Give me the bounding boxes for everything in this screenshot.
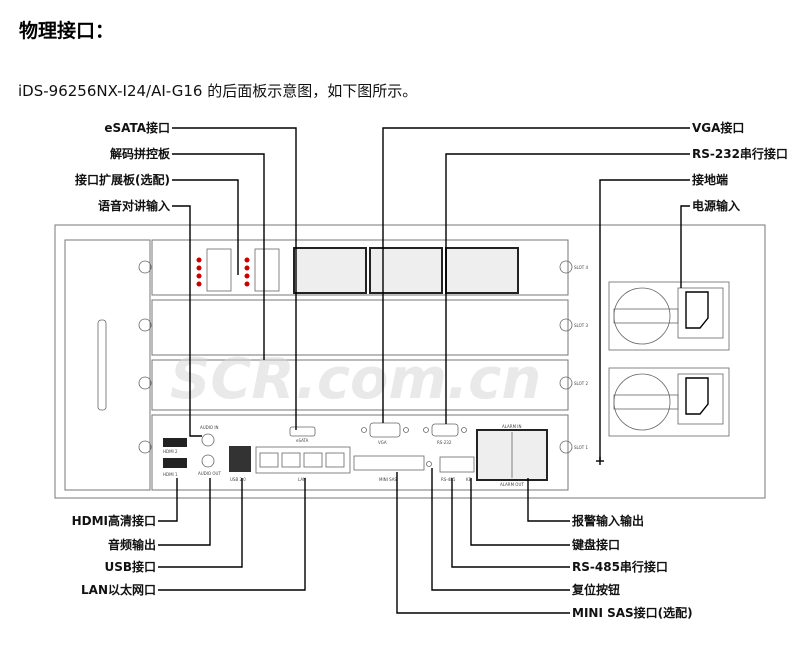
callout-lan: LAN以太网口 (81, 582, 156, 597)
svg-text:KB: KB (466, 477, 472, 482)
callout-alarm-io: 报警输入输出 (572, 513, 644, 528)
svg-text:MINI SAS: MINI SAS (379, 477, 397, 482)
rs232-port: RS-232 (423, 423, 467, 445)
svg-text:HDMI 1: HDMI 1 (163, 472, 178, 477)
alarm-terminal: ALARM IN ALARM OUT (476, 424, 548, 487)
intro-text: iDS-96256NX-I24/AI-G16 的后面板示意图，如下图所示。 (18, 82, 418, 100)
svg-text:ALARM IN: ALARM IN (502, 424, 521, 429)
callout-esata: eSATA接口 (104, 120, 170, 135)
svg-text:ALARM OUT: ALARM OUT (500, 482, 524, 487)
lan-ports: LAN (255, 446, 351, 482)
watermark: SCR.com.cn (170, 347, 541, 412)
svg-text:USB 2.0: USB 2.0 (230, 477, 246, 482)
mini-sas-port: MINI SAS (353, 455, 425, 482)
svg-text:RS-485: RS-485 (441, 477, 456, 482)
svg-text:SLOT 3: SLOT 3 (574, 323, 588, 328)
callout-hdmi: HDMI高清接口 (72, 513, 156, 528)
esata-port: eSATA (289, 426, 316, 443)
callout-lines (158, 127, 690, 614)
left-panel (64, 239, 151, 491)
callout-reset: 复位按钮 (571, 582, 620, 597)
audio-in-port: AUDIO IN (200, 425, 219, 447)
usb-ports: USB 2.0 (229, 446, 251, 482)
callout-audio-out: 音频输出 (108, 537, 156, 552)
power-supply-2 (608, 367, 730, 437)
rs485-keyboard-terminal: RS-485 KB (439, 456, 475, 482)
power-inlet-icon (685, 291, 709, 329)
svg-text:HDMI 2: HDMI 2 (163, 449, 178, 454)
svg-text:eSATA: eSATA (296, 438, 309, 443)
callout-usb: USB接口 (104, 559, 156, 574)
callout-vga: VGA接口 (692, 120, 744, 135)
power-supply-1 (608, 281, 730, 351)
svg-text:LAN: LAN (298, 477, 306, 482)
vga-port: VGA (361, 422, 409, 445)
decode-board-ports (196, 248, 280, 292)
callout-power-input: 电源输入 (692, 198, 740, 213)
expansion-terminal-blocks (293, 247, 519, 294)
svg-text:AUDIO IN: AUDIO IN (200, 425, 219, 430)
audio-out-port: AUDIO OUT (198, 454, 221, 476)
callout-mini-sas: MINI SAS接口(选配) (572, 605, 693, 620)
svg-text:VGA: VGA (378, 440, 387, 445)
reset-button (426, 461, 432, 467)
slot-3: SLOT 3 (138, 299, 588, 356)
power-inlet-icon (685, 377, 709, 415)
svg-text:SLOT 1: SLOT 1 (574, 445, 588, 450)
hdmi1-port: HDMI 1 (163, 458, 187, 477)
svg-text:AUDIO OUT: AUDIO OUT (198, 471, 221, 476)
svg-text:SLOT 2: SLOT 2 (574, 381, 588, 386)
callout-keyboard: 键盘接口 (571, 537, 620, 552)
callout-rs232: RS-232串行接口 (692, 146, 788, 161)
callout-rs485: RS-485串行接口 (572, 559, 668, 574)
svg-text:SLOT 4: SLOT 4 (574, 265, 588, 270)
hdmi2-port: HDMI 2 (163, 438, 187, 454)
callout-decode-board: 解码拼控板 (110, 146, 171, 161)
slot-2: SLOT 2 (138, 359, 588, 411)
callout-audio-talk-in: 语音对讲输入 (98, 198, 170, 213)
handle-slot (97, 319, 107, 411)
callout-expansion-board: 接口扩展板(选配) (75, 172, 170, 187)
callout-ground: 接地端 (692, 172, 728, 187)
svg-text:RS-232: RS-232 (437, 440, 452, 445)
section-heading: 物理接口： (19, 20, 115, 42)
